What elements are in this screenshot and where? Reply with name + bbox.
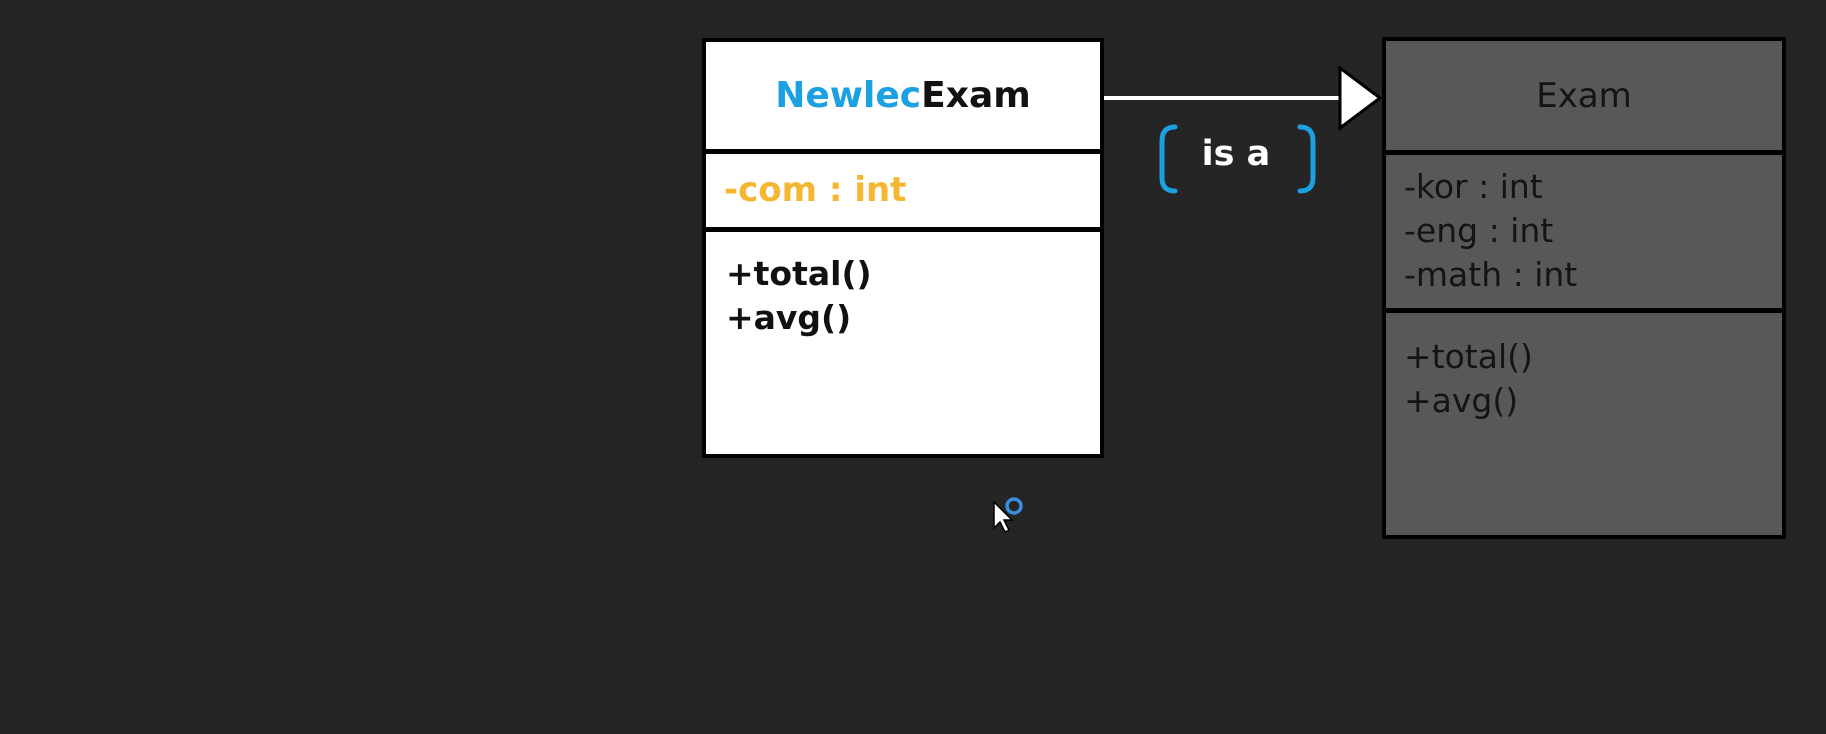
subclass-name-suffix: Exam <box>921 75 1031 116</box>
superclass-method: +avg() <box>1404 381 1519 420</box>
relationship-label: is a <box>1201 134 1271 174</box>
superclass-name: Exam <box>1386 41 1782 155</box>
subclass-method: +total() <box>726 254 872 293</box>
superclass-methods: +total() +avg() <box>1386 313 1782 423</box>
superclass-method: +total() <box>1404 337 1533 376</box>
superclass-attribute: -kor : int <box>1404 167 1543 206</box>
subclass-methods: +total() +avg() <box>706 232 1100 340</box>
superclass-box[interactable]: Exam -kor : int -eng : int -math : int +… <box>1382 37 1786 539</box>
superclass-attribute: -math : int <box>1404 255 1578 294</box>
superclass-attribute: -eng : int <box>1404 211 1554 250</box>
right-bracket-icon <box>1297 124 1316 194</box>
subclass-name-prefix: Newlec <box>775 75 922 116</box>
hollow-triangle-arrowhead-icon <box>1338 65 1383 131</box>
subclass-method: +avg() <box>726 298 852 337</box>
subclass-attributes: -com : int <box>706 154 1100 232</box>
mouse-pointer-icon <box>993 497 1023 534</box>
left-bracket-icon <box>1159 124 1178 194</box>
subclass-attribute: -com : int <box>724 170 907 210</box>
superclass-attributes: -kor : int -eng : int -math : int <box>1386 155 1782 313</box>
